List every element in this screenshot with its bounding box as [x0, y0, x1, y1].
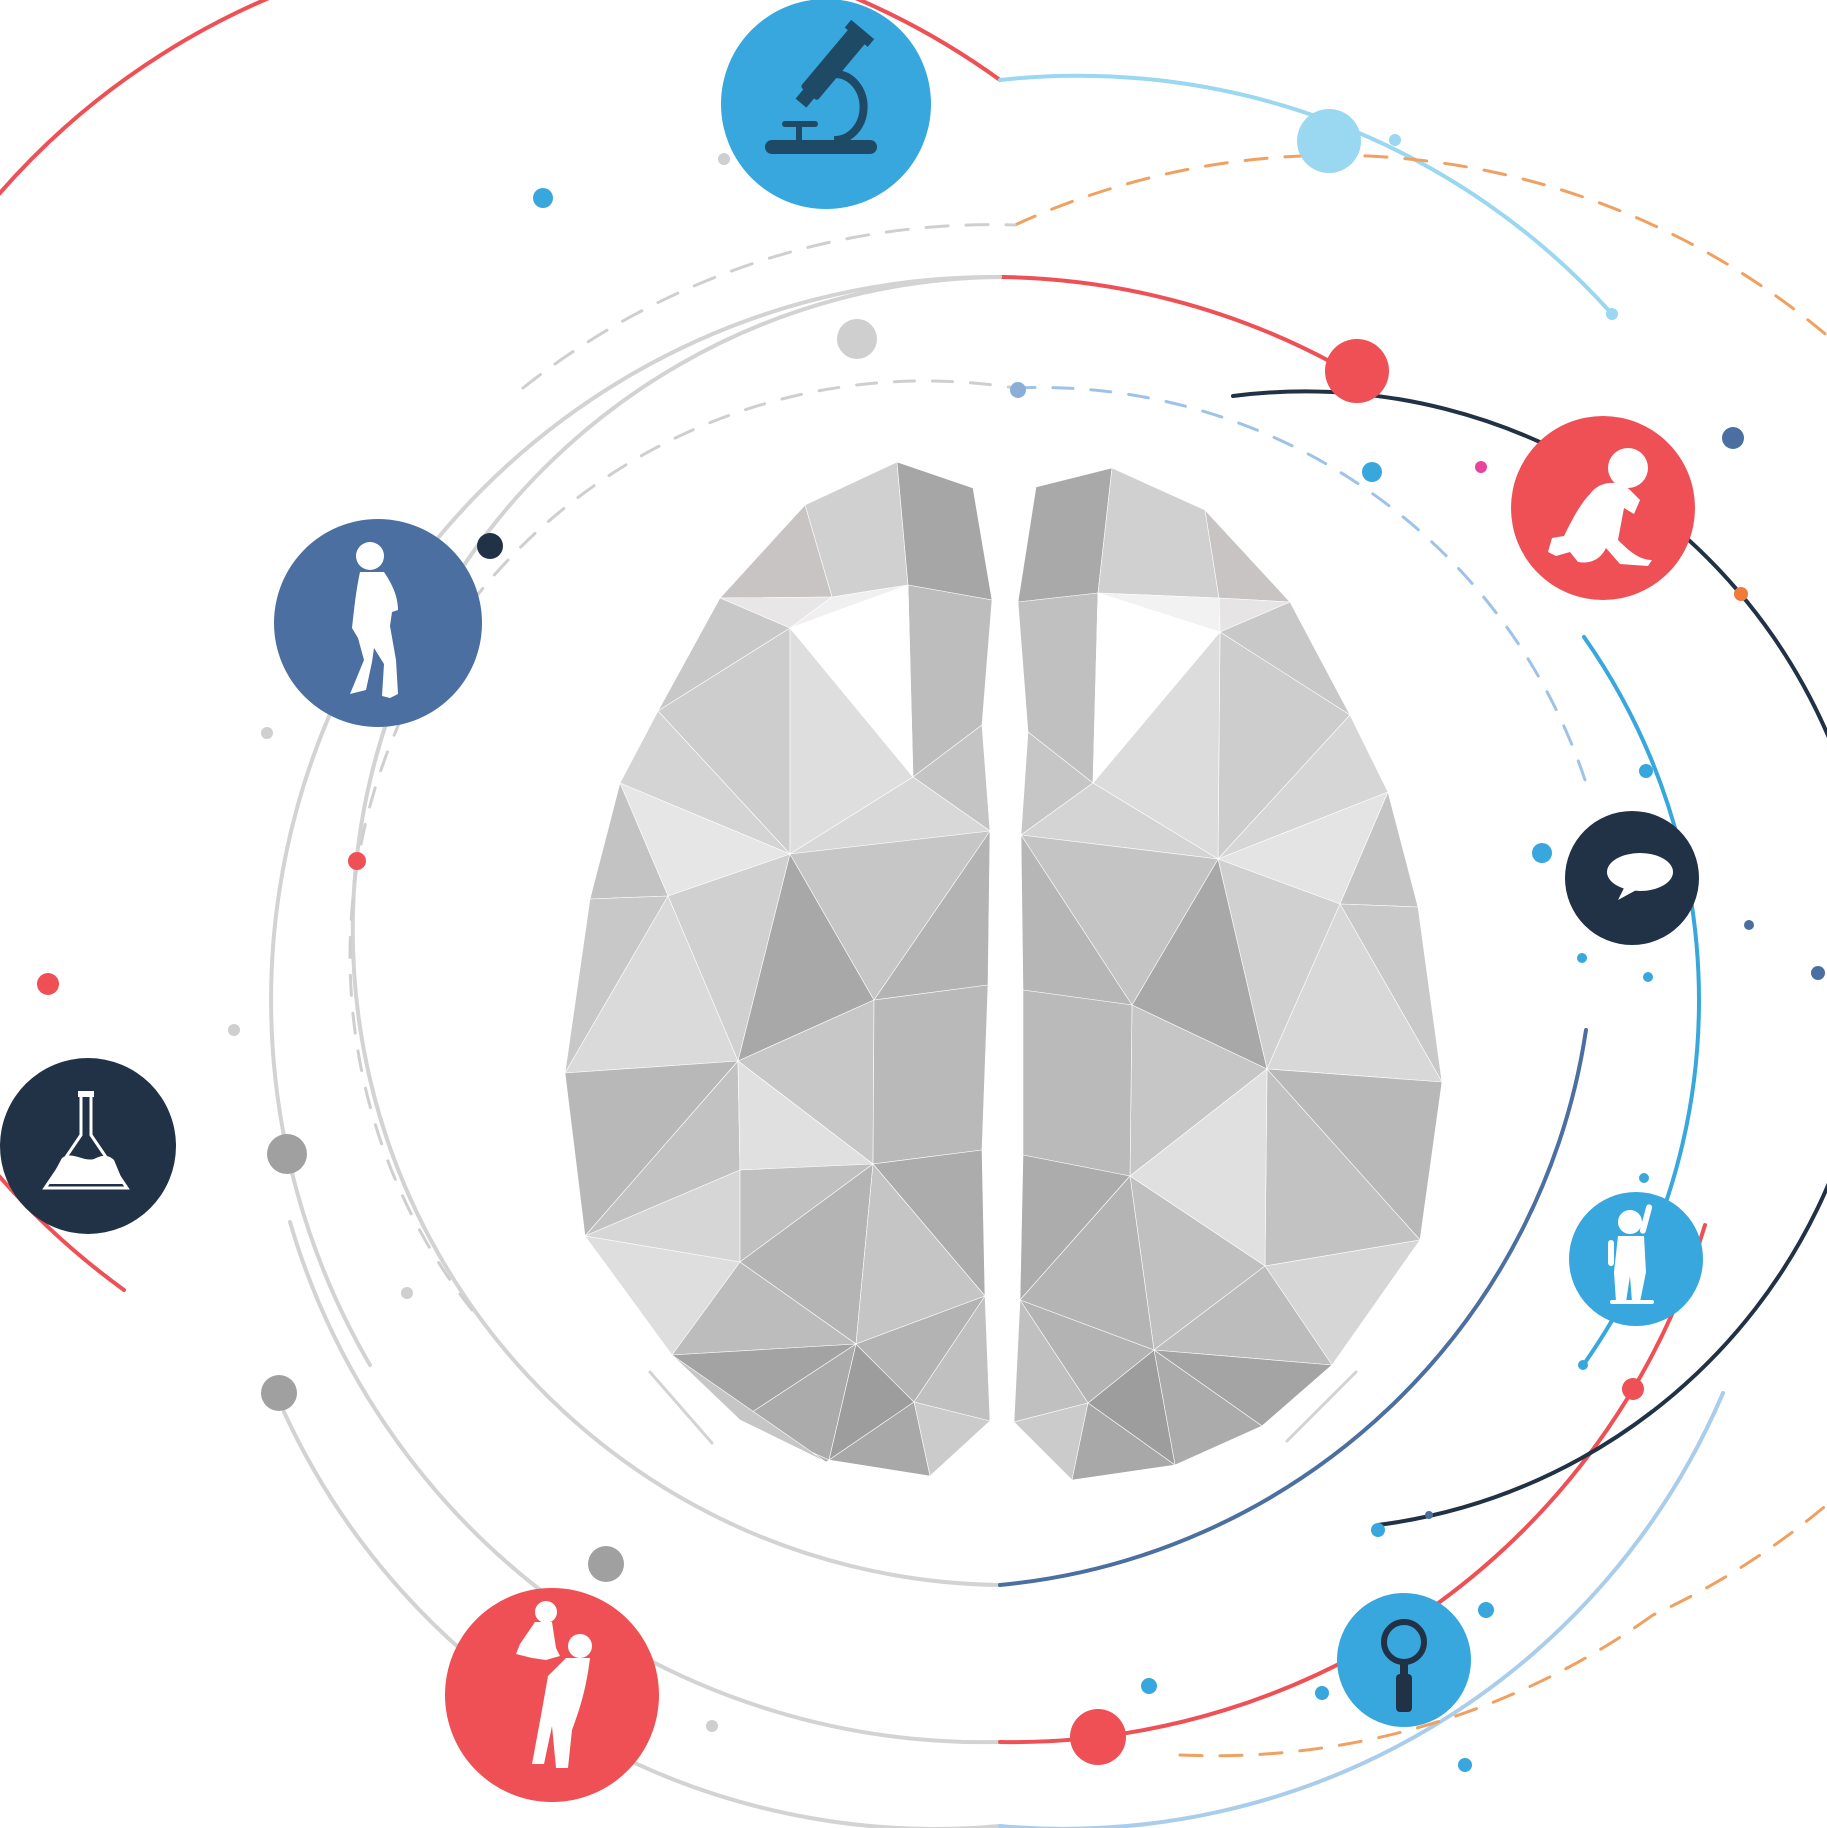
decorative-dots	[37, 109, 1825, 1772]
ring-two-bottom-red-arc	[998, 1223, 1707, 1745]
magnifying-glass-icon	[1381, 1619, 1427, 1712]
microscope-badge	[721, 0, 931, 209]
parent-holding-child-icon	[516, 1601, 592, 1768]
microscope-icon	[765, 19, 877, 154]
toddler-walking-icon	[350, 542, 398, 698]
flask-icon	[42, 1091, 130, 1190]
base-tick-left	[648, 1370, 714, 1445]
middle-ring-grey-arc-top	[440, 275, 1002, 602]
base-tick-right	[1285, 1370, 1358, 1443]
brain-right-hemisphere	[1013, 467, 1443, 1481]
child-raising-hand-icon	[1608, 1204, 1654, 1304]
dashed-grey-arc	[521, 223, 1017, 390]
magnifying-glass-badge	[1337, 1593, 1471, 1727]
crawling-baby-badge	[1511, 416, 1695, 600]
low-poly-brain	[564, 461, 1443, 1481]
ring-two-red-arc	[998, 275, 1335, 365]
speech-bubble-badge	[1565, 811, 1699, 945]
crawling-baby-icon	[1548, 448, 1652, 566]
navy-ring-arc	[1231, 389, 1827, 1527]
child-raising-hand-badge	[1569, 1192, 1703, 1326]
flask-badge	[0, 1058, 176, 1234]
outer-ring-lightblue-arc	[998, 1391, 1725, 1828]
middle-ring-grey-arc	[350, 598, 1002, 1587]
brain-left-hemisphere	[564, 461, 993, 1477]
middle-ring-blue-arc	[998, 1028, 1588, 1587]
toddler-walking-badge	[274, 519, 482, 727]
parent-holding-child-badge	[445, 1588, 659, 1802]
speech-bubble-icon	[1607, 853, 1673, 900]
dashed-bottom-orange-arc	[1178, 1613, 1655, 1758]
